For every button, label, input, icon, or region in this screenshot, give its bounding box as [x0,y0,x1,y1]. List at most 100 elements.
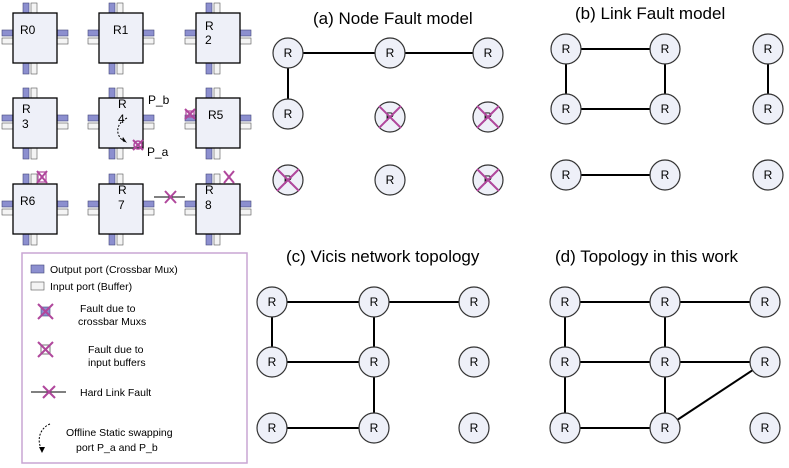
node: R [472,37,504,69]
router-r6: R6 [1,170,69,246]
input-port-swatch-icon [30,281,45,291]
legend-swap-line2: port P_a and P_b [76,442,158,454]
panel-a-title: (a) Node Fault model [313,9,473,28]
svg-text:8: 8 [205,198,212,212]
panel-c-title: (c) Vicis network topology [286,247,480,266]
svg-text:R: R [386,173,395,187]
svg-text:R: R [661,102,670,116]
node: R [272,37,304,69]
svg-text:R: R [661,355,670,369]
node: R [649,412,681,444]
node: R [358,346,390,378]
svg-text:R: R [661,295,670,309]
svg-text:R: R [118,183,127,197]
legend-output-port: Output port (Crossbar Mux) [50,264,178,276]
node: R [749,412,781,444]
svg-text:R: R [761,295,770,309]
output-port-swatch-icon [30,264,45,274]
svg-text:R: R [661,168,670,182]
svg-text:R: R [561,295,570,309]
node: R [358,286,390,318]
svg-text:R: R [761,421,770,435]
router-label: R1 [113,23,129,37]
router-r3: R 3 [1,87,69,160]
node: R [550,93,582,125]
node: R [458,286,490,318]
port-label-pa: P_a [147,145,169,159]
legend-fault-mux-line1: Fault due to [80,303,136,315]
node: R [256,346,288,378]
node: R [752,159,784,191]
swap-arrow-icon [117,117,128,143]
svg-text:4: 4 [118,112,125,126]
node: R [752,33,784,65]
faulty-node: R [374,101,406,133]
router-label: R5 [208,108,224,122]
node: R [458,346,490,378]
node: R [649,33,681,65]
svg-text:R: R [268,421,277,435]
legend-border [21,252,248,464]
node: R [256,412,288,444]
router-label: R0 [20,23,36,37]
node: R [649,286,681,318]
svg-text:R: R [562,42,571,56]
router-label: R [205,19,214,33]
panel-d-title: (d) Topology in this work [555,247,738,266]
svg-text:R: R [661,42,670,56]
svg-text:R: R [484,46,493,60]
faulty-node: R [272,164,304,196]
node: R [550,33,582,65]
node: R [649,346,681,378]
router-r1: R1 [87,2,155,75]
router-grid: R0 R1 R 2 [1,2,252,246]
svg-text:R: R [370,295,379,309]
svg-text:R: R [268,355,277,369]
node: R [649,93,681,125]
node: R [752,93,784,125]
node: R [549,412,581,444]
router-label: 2 [205,33,212,47]
svg-text:R: R [661,421,670,435]
svg-text:R: R [370,421,379,435]
legend-swap-line1: Offline Static swapping [66,427,173,439]
faulty-node: R [472,164,504,196]
node: R [549,346,581,378]
svg-text:R: R [470,355,479,369]
svg-text:R: R [118,97,127,111]
panel-b-graph: R R R R R R R R R [550,33,784,191]
svg-text:7: 7 [118,198,125,212]
svg-text:R: R [386,46,395,60]
router-label: R6 [20,194,36,208]
node: R [458,412,490,444]
legend-fault-mux-line2: crossbar Muxs [78,316,146,328]
svg-text:R: R [268,295,277,309]
router-r4: R 4 P_b P_a [87,87,170,160]
panel-c-graph: R R R R R R R R R [256,286,490,444]
svg-text:R: R [284,107,293,121]
svg-text:R: R [284,46,293,60]
node: R [549,286,581,318]
legend-input-port: Input port (Buffer) [50,281,132,293]
router-r8: R 8 [184,170,252,246]
svg-text:R: R [205,183,214,197]
node: R [358,412,390,444]
node: R [749,346,781,378]
node: R [374,37,406,69]
legend: Output port (Crossbar Mux) Input port (B… [21,252,248,464]
node: R [749,286,781,318]
svg-text:R: R [562,102,571,116]
panel-b-title: (b) Link Fault model [575,4,725,23]
node: R [256,286,288,318]
svg-text:R: R [764,42,773,56]
svg-text:R: R [562,168,571,182]
svg-text:3: 3 [22,117,29,131]
router-r2: R 2 [184,2,252,75]
port-label-pb: P_b [148,93,170,107]
router-r5: R5 [184,87,252,160]
router-r7: R 7 [87,173,155,246]
svg-text:R: R [764,168,773,182]
node: R [649,159,681,191]
panel-d-graph: R R R R R R R R R [549,286,781,444]
node: R [374,164,406,196]
